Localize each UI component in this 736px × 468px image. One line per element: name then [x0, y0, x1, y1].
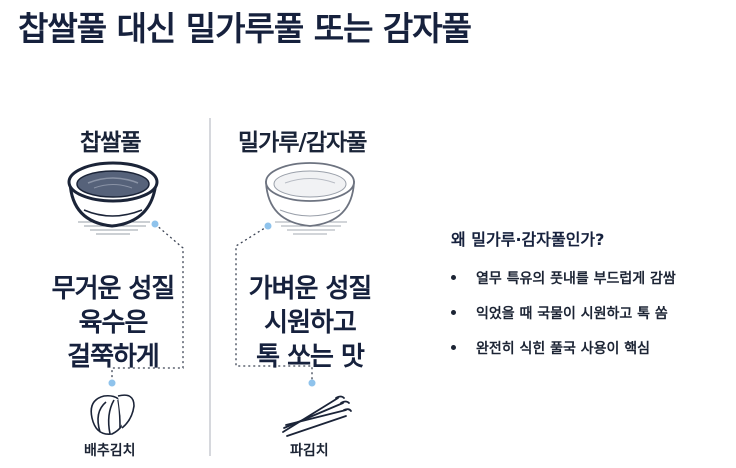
- list-item: 완전히 식힌 풀국 사용이 핵심: [451, 338, 676, 373]
- left-column-heading: 찹쌀풀: [80, 130, 141, 156]
- list-item: 열무 특유의 풋내를 부드럽게 감쌈: [451, 268, 676, 303]
- right-column-heading: 밀가루/감자풀: [238, 130, 367, 156]
- left-description-line: 걸쭉하게: [67, 342, 160, 372]
- page-title: 찹쌀풀 대신 밀가루풀 또는 감자풀: [18, 9, 472, 48]
- reason-list: 열무 특유의 풋내를 부드럽게 감쌈 익었을 때 국물이 시원하고 톡 쏨 완전…: [451, 268, 676, 373]
- list-item: 익었을 때 국물이 시원하고 톡 쏨: [451, 303, 676, 338]
- left-description-line: 육수은: [78, 308, 149, 338]
- left-kimchi-label: 배추김치: [84, 443, 136, 459]
- bullet-icon: [451, 275, 456, 280]
- connector-dot: [308, 379, 316, 387]
- connector-dot: [108, 379, 116, 387]
- left-bowl-icon: [67, 161, 159, 235]
- right-description-line: 시원하고: [264, 308, 357, 338]
- right-connector: [235, 225, 313, 380]
- list-item-text: 완전히 식힌 풀국 사용이 핵심: [476, 341, 651, 357]
- why-heading: 왜 밀가루·감자풀인가?: [451, 230, 605, 249]
- green-onion-icon: [282, 395, 352, 437]
- right-kimchi-label: 파김치: [290, 443, 329, 459]
- right-description: 가벼운 성질 시원하고 톡 쏘는 맛: [234, 272, 386, 374]
- list-item-text: 열무 특유의 풋내를 부드럽게 감쌈: [476, 271, 676, 287]
- left-description-line: 무거운 성질: [51, 274, 176, 304]
- cabbage-icon: [90, 394, 135, 435]
- right-description-line: 톡 쏘는 맛: [256, 342, 365, 372]
- right-bowl-icon: [265, 162, 355, 235]
- connector-dot: [264, 222, 272, 230]
- bullet-icon: [451, 345, 456, 350]
- bullet-icon: [451, 310, 456, 315]
- left-description: 무거운 성질 육수은 걸쭉하게: [40, 272, 186, 374]
- list-item-text: 익었을 때 국물이 시원하고 톡 쏨: [476, 306, 668, 322]
- right-description-line: 가벼운 성질: [248, 274, 373, 304]
- connector-dot: [151, 220, 159, 228]
- left-connector: [111, 223, 184, 380]
